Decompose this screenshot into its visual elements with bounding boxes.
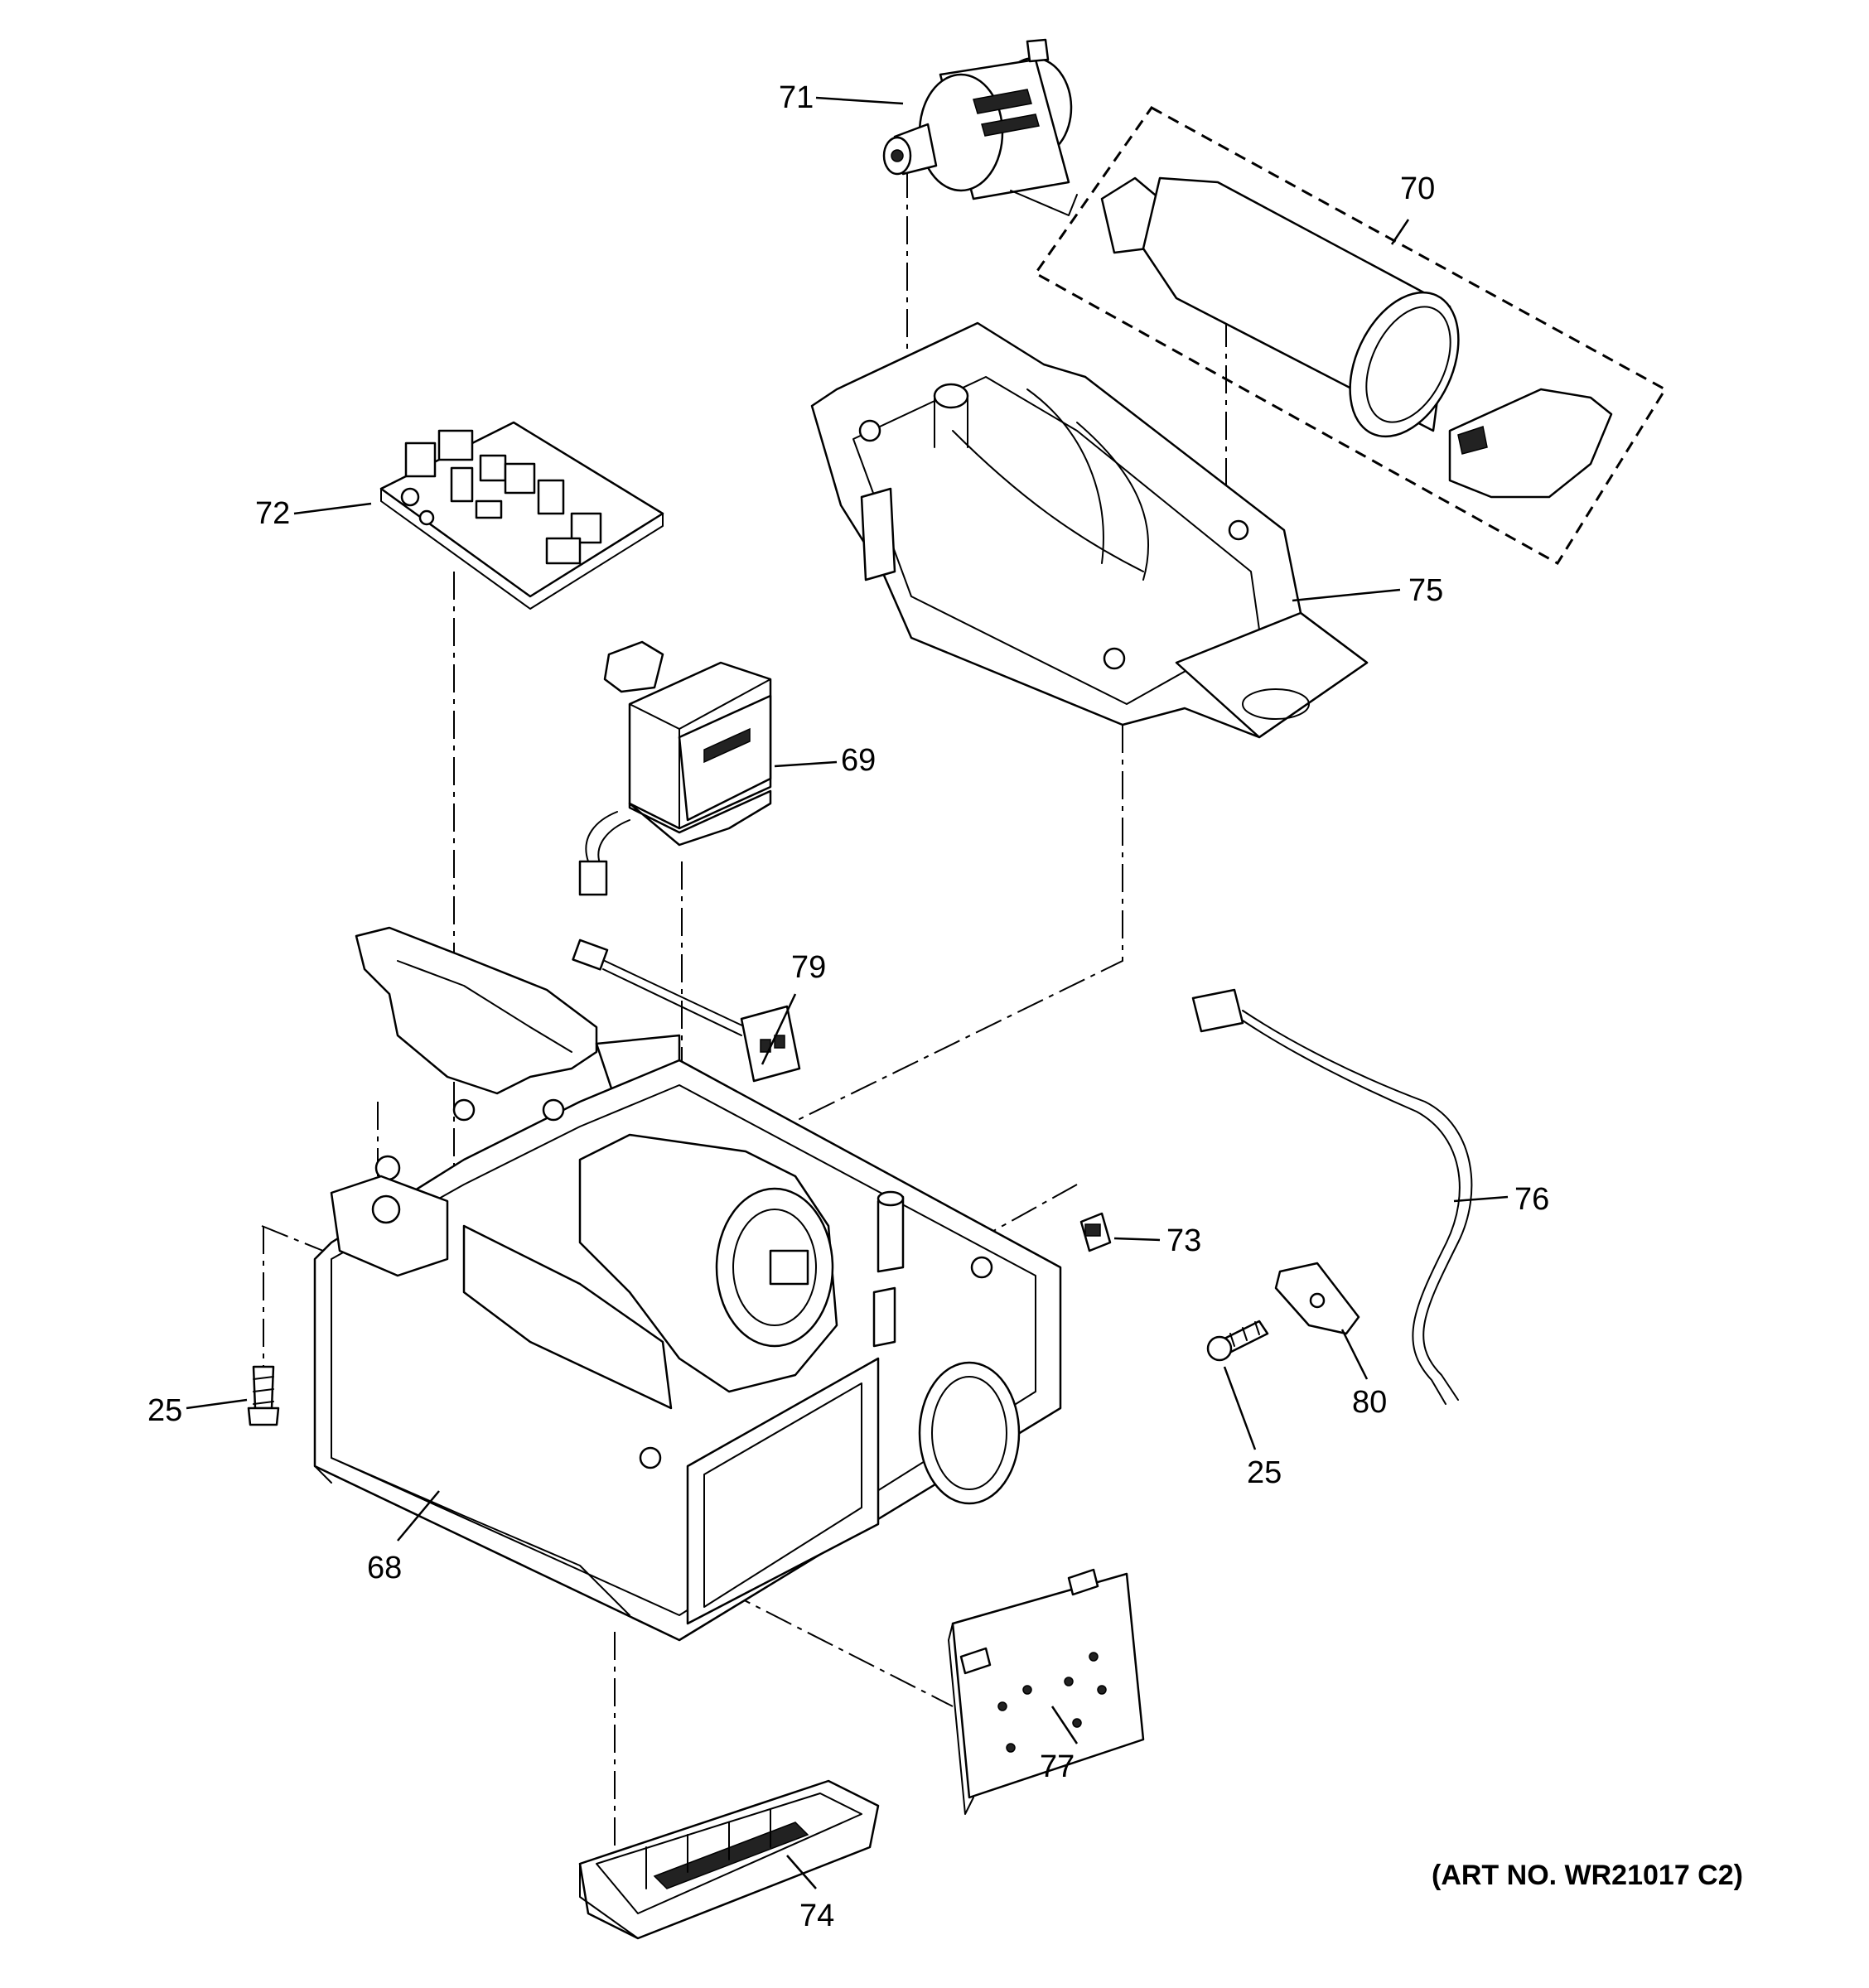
art-number: (ART NO. WR21017 C2) [1432, 1860, 1743, 1891]
part-79-sensor-harness [572, 939, 801, 1083]
part-68-dispenser-housing [313, 926, 1062, 1642]
callout-76: 76 [1514, 1182, 1549, 1217]
callout-80: 80 [1352, 1385, 1387, 1420]
callout-25-left: 25 [147, 1393, 182, 1428]
part-25-screw-right [1206, 1320, 1269, 1362]
part-73-switch [1079, 1212, 1112, 1252]
callout-69: 69 [841, 743, 876, 778]
callout-25-right: 25 [1247, 1455, 1282, 1490]
part-75-filter-housing [810, 321, 1369, 739]
part-76-wire-harness [1191, 988, 1473, 1405]
callout-70: 70 [1400, 171, 1435, 206]
part-71-filter-head [882, 38, 1078, 216]
part-25-screw-left [247, 1365, 280, 1426]
part-74-drip-tray [578, 1779, 880, 1940]
callout-73: 73 [1166, 1223, 1201, 1258]
part-70-water-filter [1033, 106, 1668, 566]
callout-68: 68 [367, 1551, 402, 1585]
callout-74: 74 [799, 1899, 834, 1933]
part-69-transformer [578, 640, 772, 896]
callout-77: 77 [1040, 1749, 1075, 1784]
callout-79: 79 [791, 950, 826, 985]
callout-71: 71 [779, 80, 814, 115]
callout-72: 72 [255, 496, 290, 531]
part-80-clip [1274, 1262, 1360, 1335]
part-77-cover-plate [948, 1568, 1145, 1815]
callout-leader-lines [186, 96, 1509, 1889]
part-72-control-board [379, 421, 664, 610]
callout-75: 75 [1408, 573, 1443, 608]
callout-labels: 71 70 72 75 69 79 76 73 25 25 80 68 77 7… [147, 80, 1743, 1933]
